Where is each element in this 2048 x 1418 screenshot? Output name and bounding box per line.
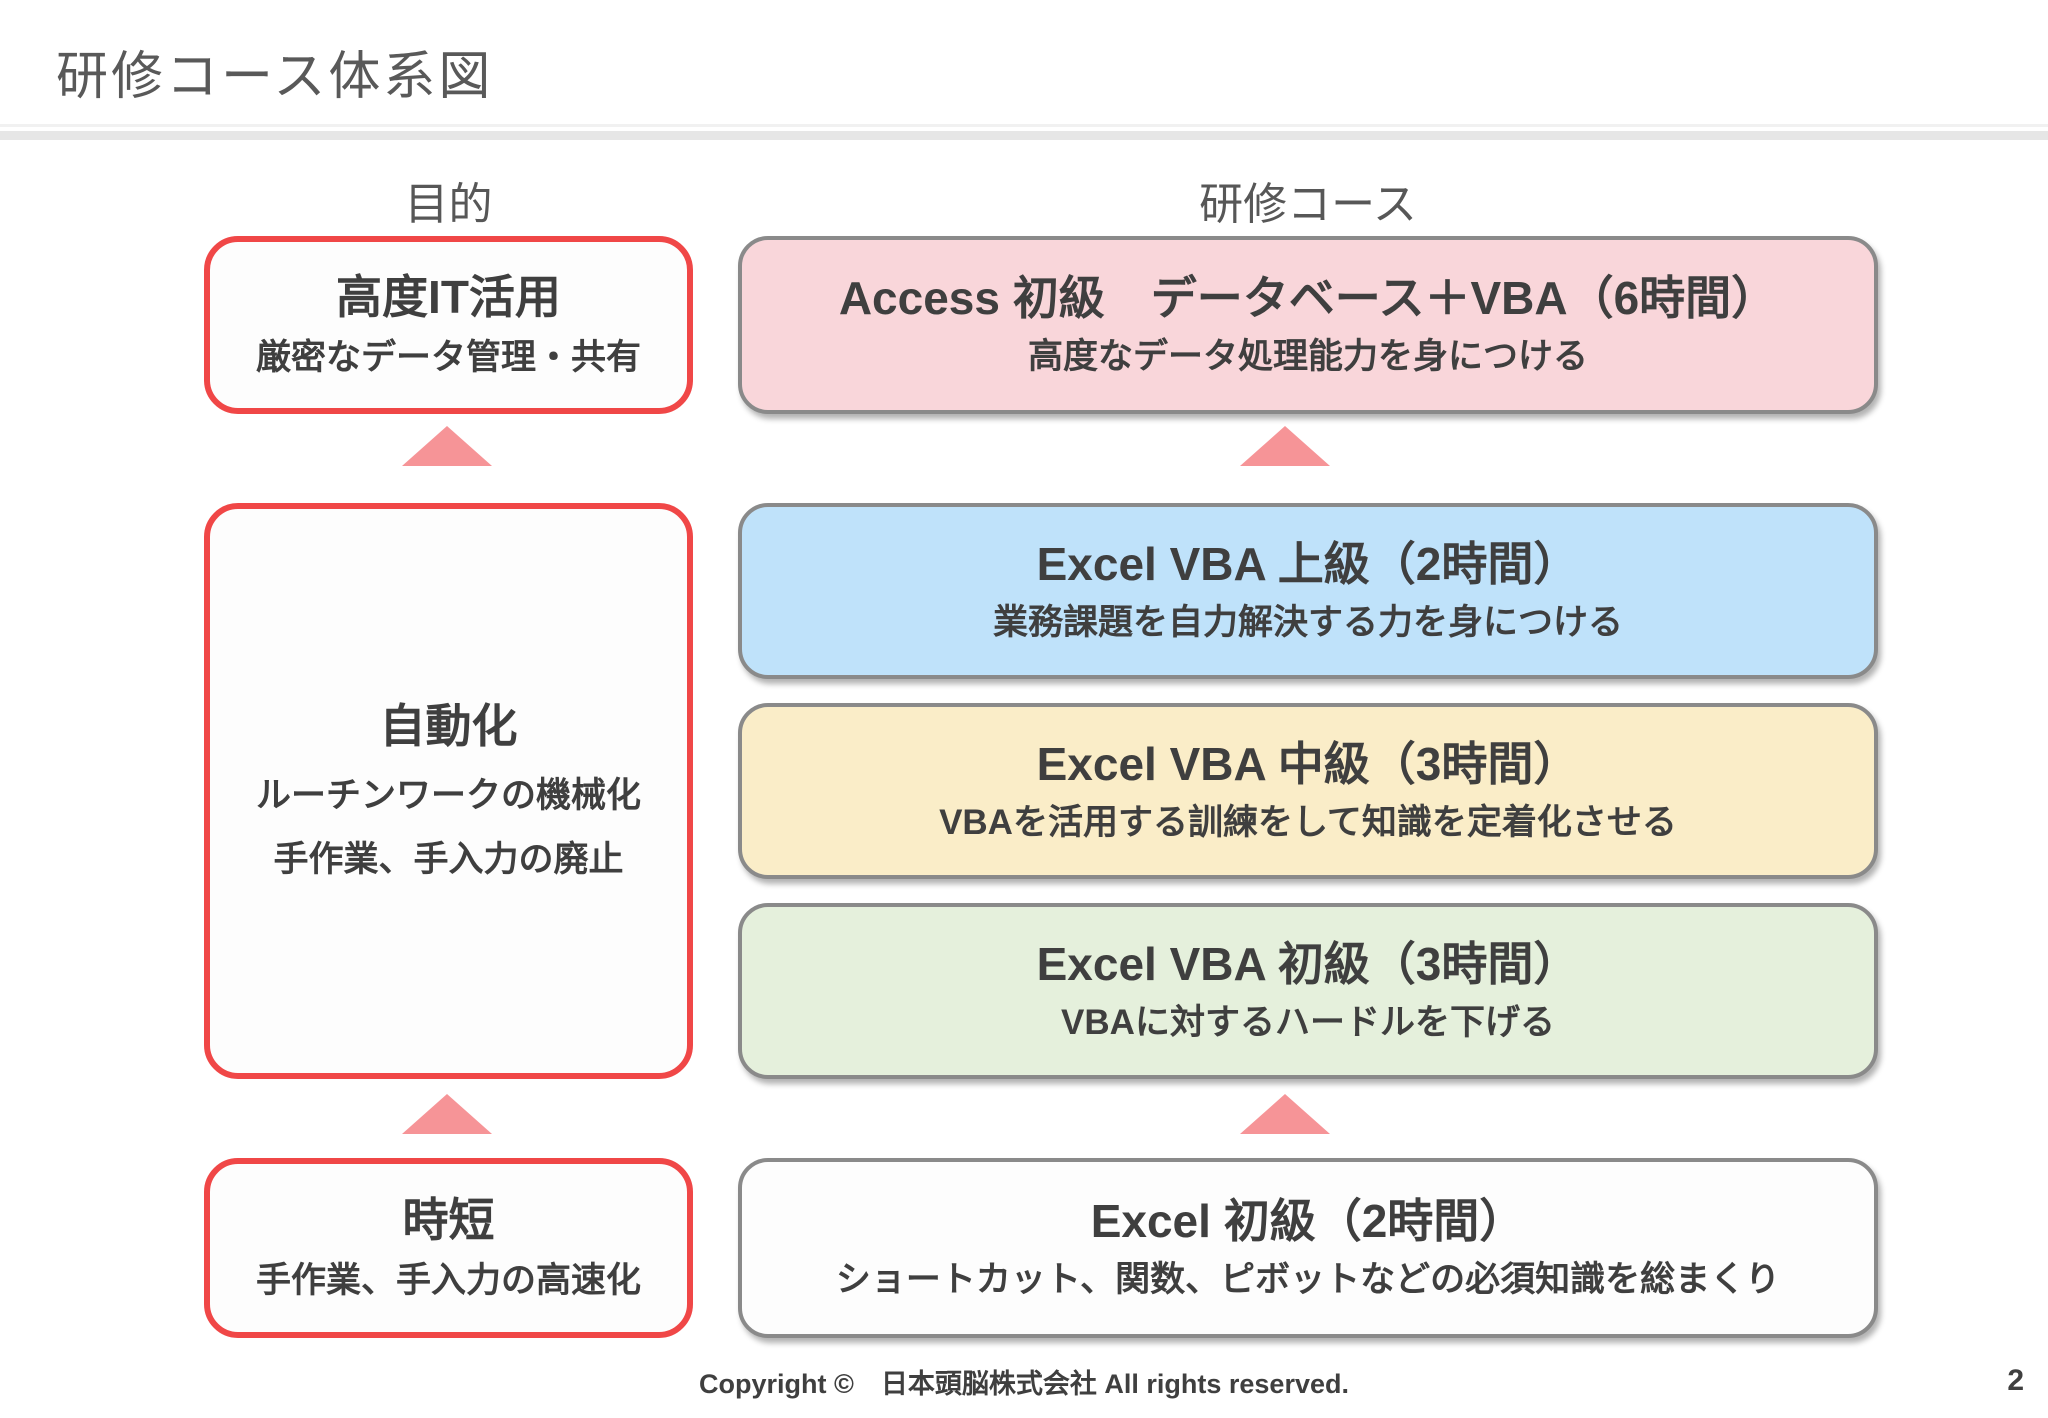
- course-box-subtitle: ショートカット、関数、ピボットなどの必須知識を総まくり: [835, 1260, 1781, 1300]
- purpose-box-advanced-it: 高度IT活用 厳密なデータ管理・共有: [204, 236, 693, 414]
- purpose-box-line: 厳密なデータ管理・共有: [255, 338, 641, 378]
- purpose-column-header: 目的: [404, 180, 493, 229]
- up-arrow-purpose-lower: [402, 426, 492, 466]
- course-box-title: Excel VBA 初級（3時間）: [1036, 937, 1580, 990]
- course-box-subtitle: 業務課題を自力解決する力を身につける: [992, 603, 1623, 643]
- up-arrow-course-upper: [1240, 426, 1330, 466]
- course-box-excel-vba-intermediate: Excel VBA 中級（3時間） VBAを活用する訓練をして知識を定着化させる: [738, 703, 1878, 879]
- purpose-box-time-saving: 時短 手作業、手入力の高速化: [204, 1158, 693, 1338]
- page-title: 研修コース体系図: [56, 48, 494, 106]
- purpose-box-line: 手作業、手入力の廃止: [273, 840, 624, 880]
- copyright-footer: Copyright © 日本頭脳株式会社 All rights reserved…: [699, 1369, 1349, 1399]
- course-box-title: Access 初級 データベース＋VBA（6時間）: [838, 271, 1778, 324]
- course-box-title: Excel VBA 上級（2時間）: [1036, 537, 1580, 590]
- title-divider-band: [0, 131, 2048, 140]
- up-arrow-purpose-upper: [402, 1094, 492, 1134]
- page-number: 2: [2007, 1364, 2024, 1397]
- course-column-header: 研修コース: [1199, 180, 1417, 229]
- course-box-subtitle: 高度なデータ処理能力を身につける: [1027, 337, 1588, 377]
- course-box-excel-vba-advanced: Excel VBA 上級（2時間） 業務課題を自力解決する力を身につける: [738, 503, 1878, 679]
- course-box-title: Excel VBA 中級（3時間）: [1036, 737, 1580, 790]
- title-divider-line: [0, 124, 2048, 127]
- course-box-title: Excel 初級（2時間）: [1090, 1194, 1526, 1247]
- up-arrow-course-lower: [1240, 1094, 1330, 1134]
- purpose-box-automation: 自動化 ルーチンワークの機械化 手作業、手入力の廃止: [204, 503, 693, 1079]
- course-box-access-beginner: Access 初級 データベース＋VBA（6時間） 高度なデータ処理能力を身につ…: [738, 236, 1878, 414]
- course-box-subtitle: VBAに対するハードルを下げる: [1061, 1003, 1555, 1043]
- course-box-subtitle: VBAを活用する訓練をして知識を定着化させる: [939, 803, 1677, 843]
- purpose-box-line: 手作業、手入力の高速化: [255, 1261, 641, 1301]
- purpose-box-line: ルーチンワークの機械化: [255, 776, 641, 816]
- purpose-box-title: 高度IT活用: [336, 270, 561, 323]
- course-box-excel-beginner: Excel 初級（2時間） ショートカット、関数、ピボットなどの必須知識を総まく…: [738, 1158, 1878, 1338]
- course-box-excel-vba-beginner: Excel VBA 初級（3時間） VBAに対するハードルを下げる: [738, 903, 1878, 1079]
- purpose-box-title: 自動化: [379, 700, 518, 753]
- purpose-box-title: 時短: [402, 1193, 495, 1246]
